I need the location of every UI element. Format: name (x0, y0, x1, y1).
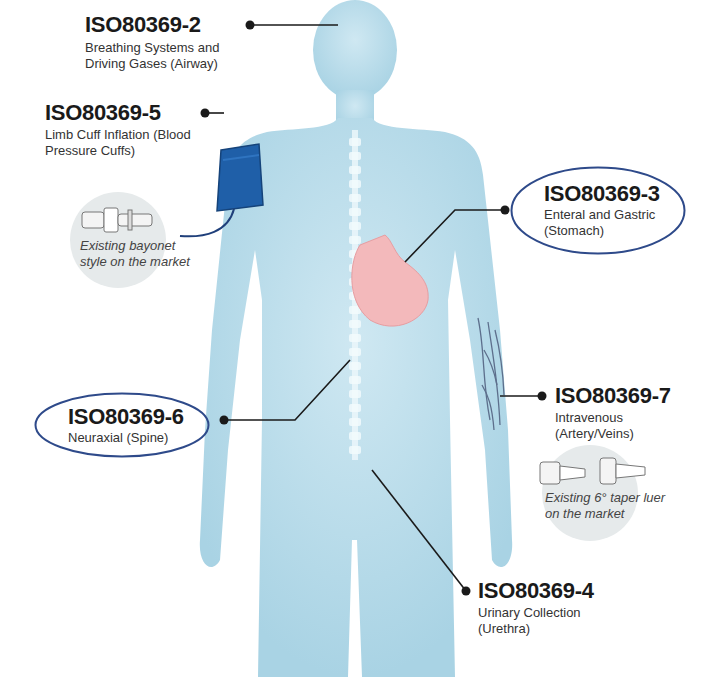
standard-description: Urinary Collection (Urethra) (478, 605, 618, 637)
highlight-ellipse: ISO80369-3Enteral and Gastric (Stomach) (510, 166, 686, 255)
blood-pressure-cuff (180, 144, 263, 236)
highlight-ellipse: ISO80369-6Neuraxial (Spine) (34, 392, 210, 458)
veins (478, 318, 504, 430)
standard-description: Neuraxial (Spine) (68, 430, 184, 446)
standard-description: Enteral and Gastric (Stomach) (544, 207, 672, 239)
leader-dots (201, 21, 547, 596)
standard-description: Intravenous (Artery/Veins) (555, 410, 665, 442)
standard-code: ISO80369-5 (45, 100, 161, 126)
standard-code: ISO80369-3 (544, 181, 672, 207)
standard-code: ISO80369-4 (478, 578, 594, 604)
connector-note: Existing bayonet style on the market (80, 238, 205, 270)
standard-description: Limb Cuff Inflation (Blood Pressure Cuff… (45, 127, 195, 159)
standard-code: ISO80369-7 (555, 383, 671, 409)
standard-code: ISO80369-2 (85, 12, 201, 38)
leader-lines (205, 25, 542, 591)
standard-description: Breathing Systems and Driving Gases (Air… (85, 40, 245, 72)
connector-note: Existing 6° taper luer on the market (545, 490, 670, 522)
silhouette (200, 0, 512, 677)
standard-code: ISO80369-6 (68, 404, 184, 430)
